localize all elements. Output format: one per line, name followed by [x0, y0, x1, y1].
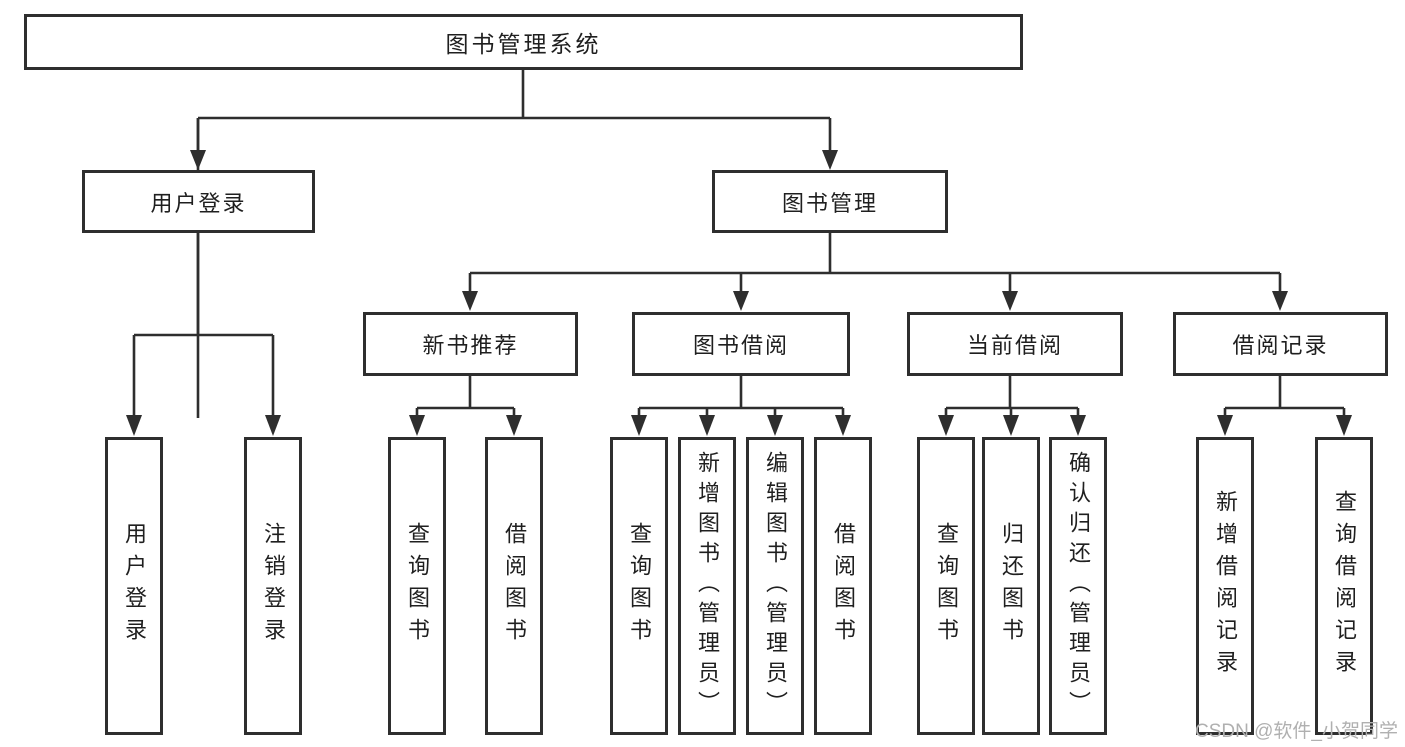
node-borrow-records-label: 借阅记录: [1232, 333, 1329, 358]
leaf-user-login-label: 用户登录: [122, 522, 147, 650]
leaf-query-books-1: 查询图书: [388, 437, 446, 735]
leaf-borrow-books-2-label: 借阅图书: [831, 522, 856, 650]
csdn-watermark: CSDN @软件_小贺同学: [1195, 721, 1398, 742]
leaf-query-books-1-label: 查询图书: [405, 522, 430, 650]
node-user-login-label: 用户登录: [150, 190, 247, 216]
leaf-borrow-books-2: 借阅图书: [814, 437, 872, 735]
node-new-book-recommend: 新书推荐: [363, 312, 578, 376]
node-borrow-records: 借阅记录: [1173, 312, 1388, 376]
leaf-add-books-admin: 新增图书（管理员）: [678, 437, 736, 735]
node-book-management-label: 图书管理: [781, 190, 878, 216]
node-user-login: 用户登录: [82, 170, 315, 233]
leaf-edit-books-admin: 编辑图书（管理员）: [746, 437, 804, 735]
node-book-borrow: 图书借阅: [632, 312, 850, 376]
leaf-query-books-3: 查询图书: [917, 437, 975, 735]
leaf-borrow-books-1: 借阅图书: [485, 437, 543, 735]
leaf-add-borrow-record: 新增借阅记录: [1196, 437, 1254, 735]
leaf-add-books-admin-label: 新增图书（管理员）: [695, 451, 720, 721]
node-current-borrow-label: 当前借阅: [966, 333, 1063, 358]
node-root: 图书管理系统: [24, 14, 1023, 70]
leaf-confirm-return-admin-label: 确认归还（管理员）: [1066, 451, 1091, 721]
node-current-borrow: 当前借阅: [907, 312, 1123, 376]
leaf-query-books-2-label: 查询图书: [627, 522, 652, 650]
leaf-query-borrow-record: 查询借阅记录: [1315, 437, 1373, 735]
node-book-borrow-label: 图书借阅: [692, 333, 789, 358]
leaf-query-books-2: 查询图书: [610, 437, 668, 735]
node-new-book-recommend-label: 新书推荐: [422, 333, 519, 358]
leaf-logout-label: 注销登录: [261, 522, 286, 650]
leaf-query-borrow-record-label: 查询借阅记录: [1332, 490, 1357, 682]
leaf-edit-books-admin-label: 编辑图书（管理员）: [763, 451, 788, 721]
leaf-logout: 注销登录: [244, 437, 302, 735]
leaf-query-books-3-label: 查询图书: [934, 522, 959, 650]
node-book-management: 图书管理: [712, 170, 948, 233]
node-root-label: 图书管理系统: [445, 31, 602, 57]
leaf-borrow-books-1-label: 借阅图书: [502, 522, 527, 650]
leaf-confirm-return-admin: 确认归还（管理员）: [1049, 437, 1107, 735]
leaf-return-books-label: 归还图书: [999, 522, 1024, 650]
leaf-add-borrow-record-label: 新增借阅记录: [1213, 490, 1238, 682]
leaf-user-login: 用户登录: [105, 437, 163, 735]
leaf-return-books: 归还图书: [982, 437, 1040, 735]
